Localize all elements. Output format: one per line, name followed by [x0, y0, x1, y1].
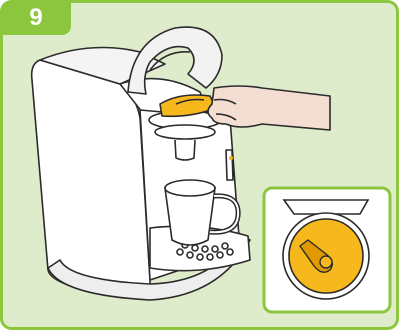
coffee-cup-icon: [164, 179, 241, 246]
hand-icon: [159, 85, 331, 131]
t-disc-icon: [262, 186, 392, 314]
coffee-machine-icon: [30, 26, 251, 301]
step-number-badge: 9: [1, 1, 71, 35]
